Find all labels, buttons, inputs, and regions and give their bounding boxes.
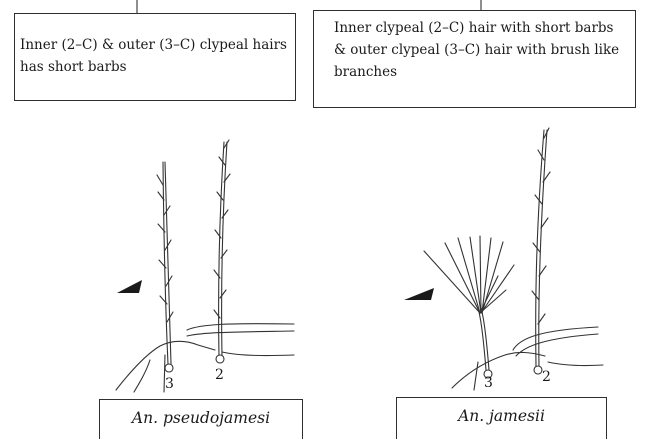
right-caption-line-2: & outer clypeal (3–C) hair with brush li… [334, 39, 635, 61]
right-hair-3-brush [424, 236, 514, 370]
left-hair-2-number: 2 [215, 367, 224, 383]
right-caption-line-3: branches [334, 61, 635, 83]
right-species-label: An. jamesii [396, 397, 607, 439]
left-head-outline [116, 324, 294, 392]
right-hair-2 [532, 128, 550, 367]
right-species-name: An. jamesii [458, 407, 545, 425]
left-hair-3 [157, 162, 173, 364]
left-species-label: An. pseudojamesi [99, 399, 303, 439]
right-head-outline [452, 327, 603, 390]
left-arrowhead [117, 280, 142, 293]
right-hair-3-number: 3 [484, 375, 493, 391]
right-caption-box: Inner clypeal (2–C) hair with short barb… [313, 10, 636, 108]
right-specimen [424, 128, 603, 390]
left-caption-box: Inner (2–C) & outer (3–C) clypeal hairs … [14, 13, 296, 101]
right-hair-2-number: 2 [542, 369, 551, 385]
right-arrowhead [404, 288, 434, 300]
right-caption-line-1: Inner clypeal (2–C) hair with short barb… [334, 17, 635, 39]
left-specimen [116, 140, 294, 392]
left-species-name: An. pseudojamesi [132, 409, 270, 427]
left-caption-line-2: has short barbs [20, 56, 295, 78]
left-hair-3-number: 3 [165, 376, 174, 392]
left-caption-line-1: Inner (2–C) & outer (3–C) clypeal hairs [20, 34, 295, 56]
